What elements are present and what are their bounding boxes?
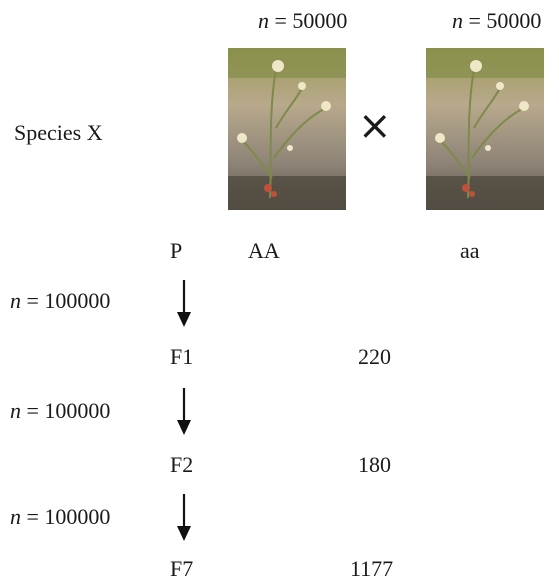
generation-size-value: = 100000 <box>21 504 111 529</box>
n-symbol: n <box>452 8 463 33</box>
genotype-left: AA <box>248 238 280 263</box>
down-arrow-icon <box>177 494 191 541</box>
generation-size-3: n = 100000 <box>10 504 110 530</box>
species-label: Species X <box>14 120 103 145</box>
n-symbol: n <box>10 288 21 313</box>
generation-value-f2: 180 <box>358 452 391 477</box>
population-size-right: n = 50000 <box>452 8 541 34</box>
population-size-value: = 50000 <box>269 8 348 33</box>
population-size-left: n = 50000 <box>258 8 347 34</box>
down-arrow-icon <box>177 388 191 435</box>
generation-value-f1: 220 <box>358 344 391 369</box>
population-size-value: = 50000 <box>463 8 542 33</box>
generation-size-value: = 100000 <box>21 288 111 313</box>
n-symbol: n <box>258 8 269 33</box>
parental-generation-label: P <box>170 238 183 263</box>
generation-label-f1: F1 <box>170 344 194 369</box>
n-symbol: n <box>10 398 21 423</box>
n-symbol: n <box>10 504 21 529</box>
plant-photo-right <box>426 48 544 210</box>
generation-label-f2: F2 <box>170 452 194 477</box>
genotype-right: aa <box>460 238 480 263</box>
generation-value-f7: 1177 <box>350 556 394 581</box>
generation-size-value: = 100000 <box>21 398 111 423</box>
cross-symbol: × <box>358 103 392 149</box>
generation-label-f7: F7 <box>170 556 194 581</box>
generation-size-2: n = 100000 <box>10 398 110 424</box>
plant-photo-left <box>228 48 346 210</box>
down-arrow-icon <box>177 280 191 327</box>
generation-size-1: n = 100000 <box>10 288 110 314</box>
